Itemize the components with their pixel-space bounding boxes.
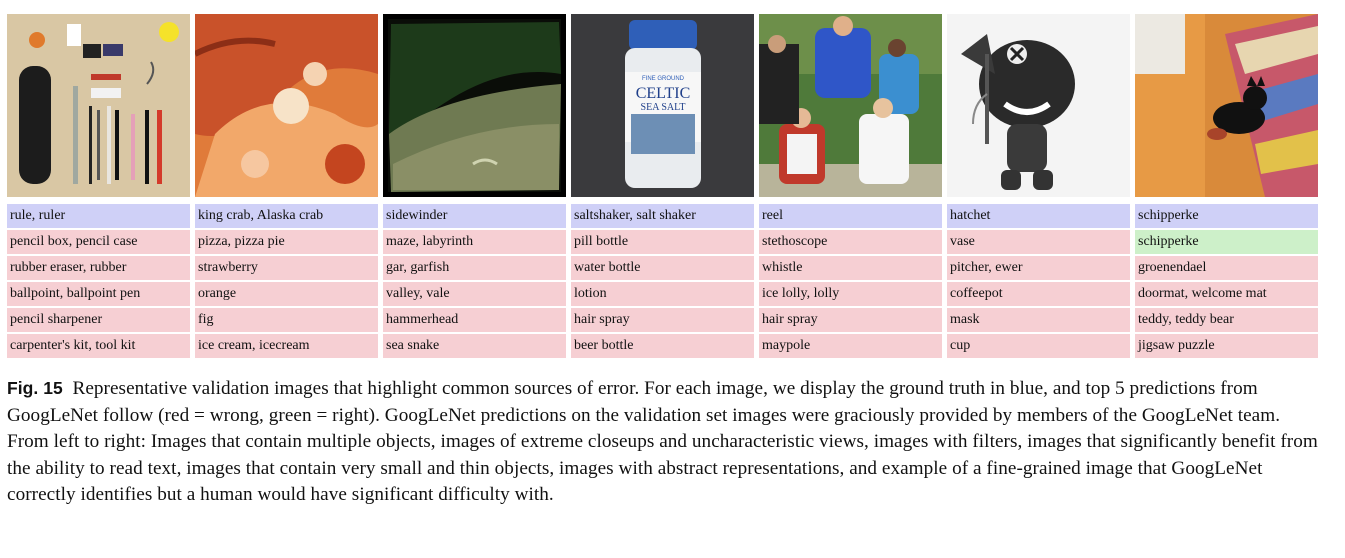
figure-column: hatchet vase pitcher, ewer coffeepot mas… — [947, 14, 1130, 358]
prediction-label: hair spray — [759, 308, 942, 332]
prediction-label: groenendael — [1135, 256, 1318, 280]
ground-truth-label: hatchet — [947, 204, 1130, 228]
prediction-label: cup — [947, 334, 1130, 358]
label-list: sidewinder maze, labyrinth gar, garfish … — [383, 204, 566, 360]
prediction-label: whistle — [759, 256, 942, 280]
prediction-label: ballpoint, ballpoint pen — [7, 282, 190, 306]
prediction-label: schipperke — [1135, 230, 1318, 254]
prediction-label: gar, garfish — [383, 256, 566, 280]
figure-column: FINE GROUND CELTIC SEA SALT saltshaker, … — [571, 14, 754, 358]
prediction-label: carpenter's kit, tool kit — [7, 334, 190, 358]
label-list: rule, ruler pencil box, pencil case rubb… — [7, 204, 190, 360]
prediction-label: teddy, teddy bear — [1135, 308, 1318, 332]
ground-truth-label: rule, ruler — [7, 204, 190, 228]
figure-grid: rule, ruler pencil box, pencil case rubb… — [7, 14, 1319, 358]
prediction-label: fig — [195, 308, 378, 332]
prediction-label: lotion — [571, 282, 754, 306]
prediction-label: water bottle — [571, 256, 754, 280]
figure-column: rule, ruler pencil box, pencil case rubb… — [7, 14, 190, 358]
toy-figure-photo — [947, 14, 1130, 197]
prediction-label: pencil box, pencil case — [7, 230, 190, 254]
figure-column: king crab, Alaska crab pizza, pizza pie … — [195, 14, 378, 358]
ground-truth-label: reel — [759, 204, 942, 228]
prediction-label: coffeepot — [947, 282, 1130, 306]
label-list: saltshaker, salt shaker pill bottle wate… — [571, 204, 754, 360]
jar-text: SEA SALT — [641, 102, 686, 113]
label-list: hatchet vase pitcher, ewer coffeepot mas… — [947, 204, 1130, 360]
prediction-label: mask — [947, 308, 1130, 332]
ground-truth-label: saltshaker, salt shaker — [571, 204, 754, 228]
sidewinder-filtered-photo — [383, 14, 566, 197]
label-list: reel stethoscope whistle ice lolly, loll… — [759, 204, 942, 360]
black-dog-photo — [1135, 14, 1318, 197]
office-supplies-photo — [7, 14, 190, 197]
caption-text: Representative validation images that hi… — [7, 378, 1318, 505]
prediction-label: rubber eraser, rubber — [7, 256, 190, 280]
figure-label: Fig. 15 — [7, 378, 63, 398]
prediction-label: doormat, welcome mat — [1135, 282, 1318, 306]
ground-truth-label: sidewinder — [383, 204, 566, 228]
prediction-label: beer bottle — [571, 334, 754, 358]
prediction-label: vase — [947, 230, 1130, 254]
prediction-label: pencil sharpener — [7, 308, 190, 332]
label-list: king crab, Alaska crab pizza, pizza pie … — [195, 204, 378, 360]
prediction-label: strawberry — [195, 256, 378, 280]
prediction-label: pizza, pizza pie — [195, 230, 378, 254]
figure-column: sidewinder maze, labyrinth gar, garfish … — [383, 14, 566, 358]
figure-column: reel stethoscope whistle ice lolly, loll… — [759, 14, 942, 358]
ground-truth-label: king crab, Alaska crab — [195, 204, 378, 228]
figure-caption: Fig. 15 Representative validation images… — [7, 375, 1325, 509]
prediction-label: pill bottle — [571, 230, 754, 254]
prediction-label: orange — [195, 282, 378, 306]
figure-column: schipperke schipperke groenendael doorma… — [1135, 14, 1318, 358]
prediction-label: ice lolly, lolly — [759, 282, 942, 306]
prediction-label: valley, vale — [383, 282, 566, 306]
king-crab-closeup-photo — [195, 14, 378, 197]
prediction-label: maze, labyrinth — [383, 230, 566, 254]
prediction-label: ice cream, icecream — [195, 334, 378, 358]
prediction-label: hammerhead — [383, 308, 566, 332]
label-list: schipperke schipperke groenendael doorma… — [1135, 204, 1318, 360]
prediction-label: stethoscope — [759, 230, 942, 254]
prediction-label: pitcher, ewer — [947, 256, 1130, 280]
prediction-label: sea snake — [383, 334, 566, 358]
jar-text: CELTIC — [636, 85, 691, 102]
prediction-label: jigsaw puzzle — [1135, 334, 1318, 358]
jar-text: FINE GROUND — [642, 76, 685, 82]
ground-truth-label: schipperke — [1135, 204, 1318, 228]
salt-shaker-photo: FINE GROUND CELTIC SEA SALT — [571, 14, 754, 197]
people-group-photo — [759, 14, 942, 197]
prediction-label: hair spray — [571, 308, 754, 332]
prediction-label: maypole — [759, 334, 942, 358]
